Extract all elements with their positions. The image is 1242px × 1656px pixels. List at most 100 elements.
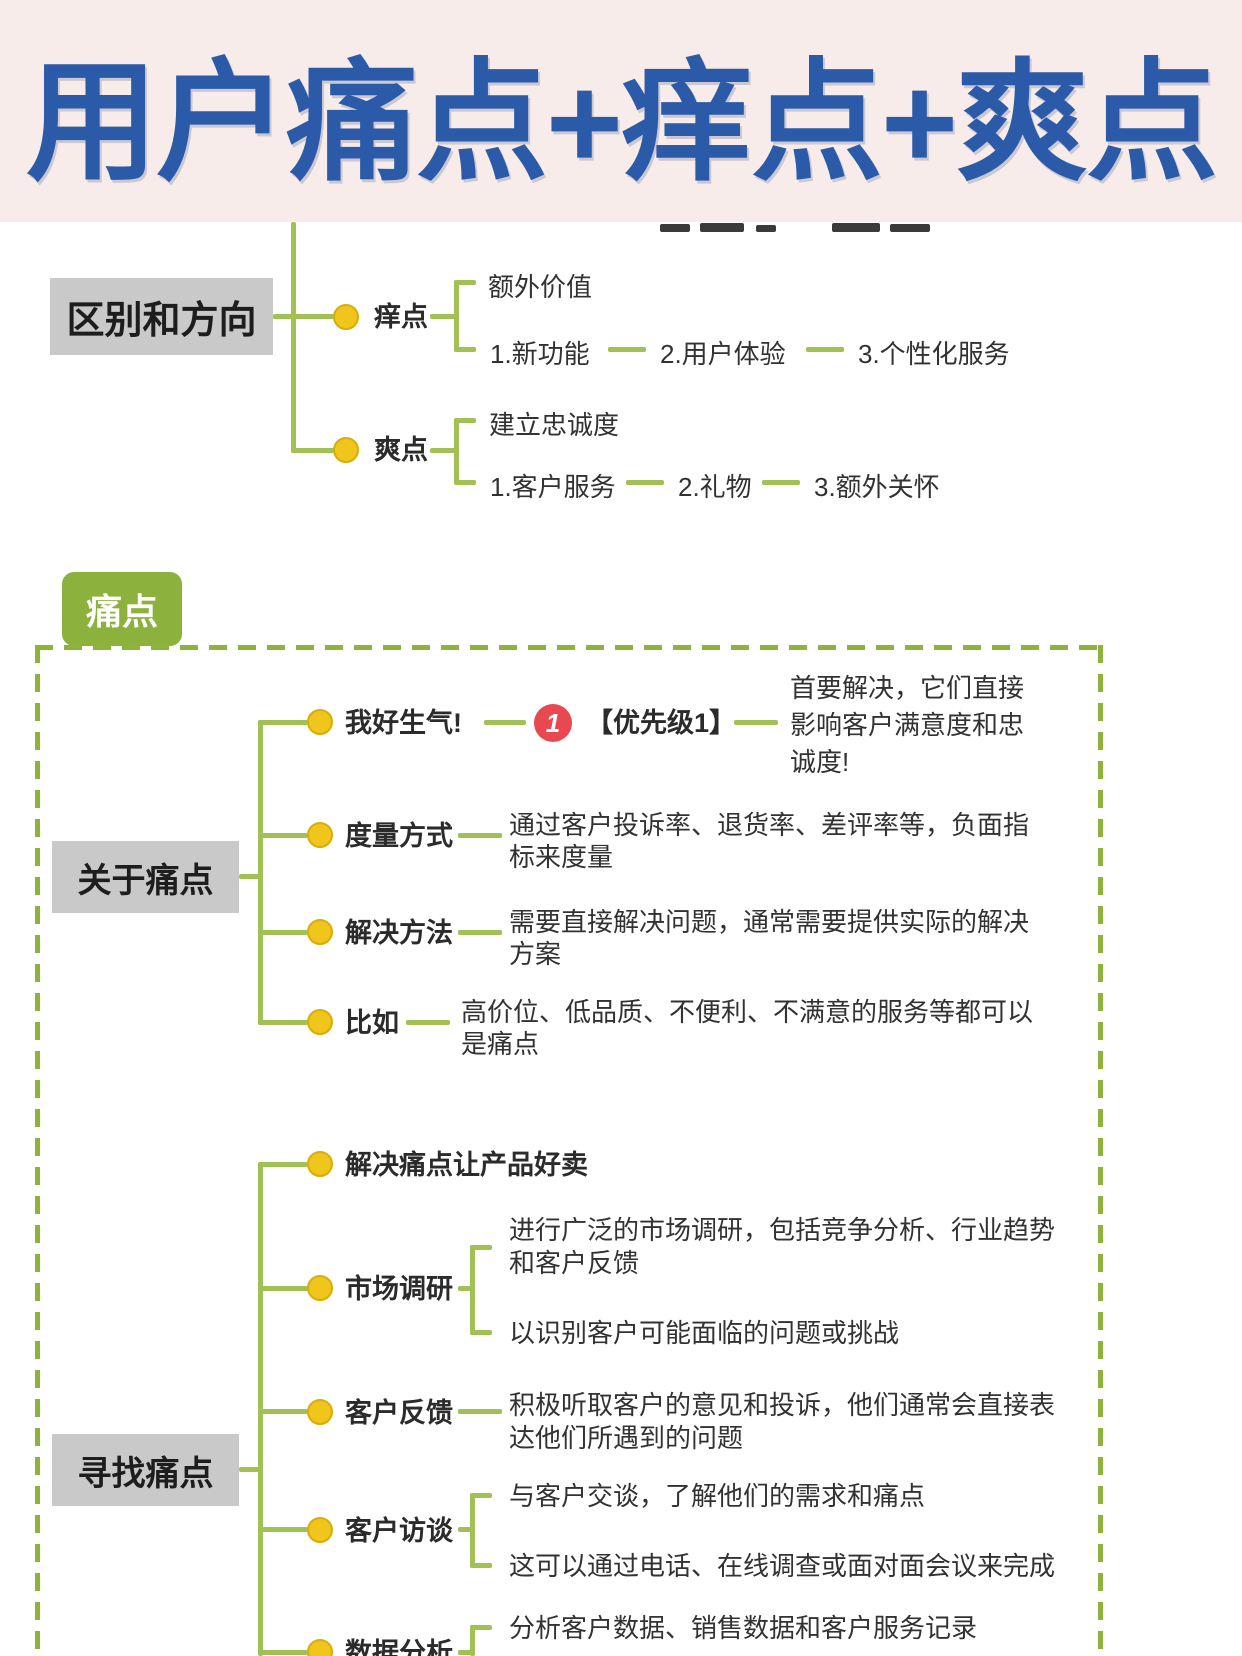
connector-line xyxy=(484,720,526,725)
cropped-text-remnant xyxy=(660,224,690,232)
page-title: 用户痛点+痒点+爽点 xyxy=(25,48,1218,196)
connector-line xyxy=(470,1493,492,1498)
connector-line xyxy=(470,1245,475,1335)
topic-analysis-desc-1[interactable]: 分析客户数据、销售数据和客户服务记录 xyxy=(509,1613,978,1643)
connector-line xyxy=(458,1527,474,1532)
topic-itch-point[interactable]: 痒点 xyxy=(374,302,428,332)
topic-new-feature[interactable]: 1.新功能 xyxy=(490,339,590,369)
cropped-text-remnant xyxy=(700,223,744,232)
connector-line xyxy=(258,833,308,838)
connector-line xyxy=(454,418,476,423)
branch-dot xyxy=(307,919,333,945)
priority-1-badge: 1 xyxy=(534,704,572,742)
topic-user-experience[interactable]: 2.用户体验 xyxy=(660,339,786,369)
connector-line xyxy=(239,1467,263,1472)
connector-line xyxy=(470,1625,492,1630)
connector-line xyxy=(626,480,664,485)
connector-line xyxy=(470,1563,492,1568)
branch-dot xyxy=(307,1151,333,1177)
topic-example[interactable]: 比如 xyxy=(345,1008,399,1038)
topic-customer-feedback[interactable]: 客户反馈 xyxy=(345,1398,453,1428)
topic-solve-desc[interactable]: 需要直接解决问题，通常需要提供实际的解决方案 xyxy=(509,907,1030,969)
topic-solve[interactable]: 解决方法 xyxy=(345,918,453,948)
connector-line xyxy=(734,720,778,725)
topic-root-direction[interactable]: 区别和方向 xyxy=(50,278,273,355)
connector-line xyxy=(258,1650,308,1655)
branch-dot xyxy=(307,709,333,735)
topic-build-loyalty[interactable]: 建立忠诚度 xyxy=(489,410,620,440)
topic-market-research[interactable]: 市场调研 xyxy=(345,1274,453,1304)
branch-dot xyxy=(307,1517,333,1543)
topic-measure-desc[interactable]: 通过客户投诉率、退货率、差评率等，负面指标来度量 xyxy=(509,810,1030,872)
topic-priority-1[interactable]: 【优先级1】 xyxy=(586,708,737,738)
connector-line xyxy=(454,418,459,485)
connector-line xyxy=(454,480,476,485)
topic-gift[interactable]: 2.礼物 xyxy=(678,472,752,502)
cropped-text-remnant xyxy=(832,223,880,232)
topic-extra-care[interactable]: 3.额外关怀 xyxy=(814,472,940,502)
connector-line xyxy=(454,280,476,285)
topic-root-about-pain[interactable]: 关于痛点 xyxy=(52,841,239,913)
connector-line xyxy=(806,347,844,352)
connector-line xyxy=(258,930,308,935)
connector-line xyxy=(406,1020,450,1025)
connector-line xyxy=(273,314,335,319)
topic-extra-value[interactable]: 额外价值 xyxy=(488,272,593,302)
topic-example-desc[interactable]: 高价位、低品质、不便利、不满意的服务等都可以是痛点 xyxy=(461,997,1034,1059)
title-banner: 用户痛点+痒点+爽点 xyxy=(0,0,1242,222)
branch-dot xyxy=(307,1275,333,1301)
connector-line xyxy=(258,1409,308,1414)
branch-dot xyxy=(307,1639,333,1656)
connector-line xyxy=(762,480,800,485)
branch-dot xyxy=(307,822,333,848)
topic-angry-desc[interactable]: 首要解决，它们直接影响客户满意度和忠诚度! xyxy=(790,673,1025,777)
connector-line xyxy=(258,1286,308,1291)
branch-dot xyxy=(333,304,359,330)
connector-line xyxy=(470,1330,492,1335)
connector-line xyxy=(458,930,502,935)
pain-point-tag[interactable]: 痛点 xyxy=(62,572,182,646)
connector-line xyxy=(291,448,335,453)
connector-line xyxy=(608,347,646,352)
topic-research-desc-1[interactable]: 进行广泛的市场调研，包括竞争分析、行业趋势和客户反馈 xyxy=(509,1215,1056,1278)
topic-interview-desc-2[interactable]: 这可以通过电话、在线调查或面对面会议来完成 xyxy=(509,1551,1056,1581)
topic-measure[interactable]: 度量方式 xyxy=(345,821,453,851)
dashed-frame-right xyxy=(1098,645,1103,1656)
dashed-frame-top xyxy=(35,645,1103,650)
branch-dot xyxy=(307,1399,333,1425)
dashed-frame-left xyxy=(35,645,40,1656)
connector-line xyxy=(454,280,459,352)
cropped-text-remnant xyxy=(890,224,930,232)
topic-pleasure-point[interactable]: 爽点 xyxy=(374,435,428,465)
topic-data-analysis[interactable]: 数据分析 xyxy=(345,1638,453,1656)
connector-line xyxy=(291,222,296,453)
connector-line xyxy=(258,1020,308,1025)
topic-personalized-service[interactable]: 3.个性化服务 xyxy=(858,339,1010,369)
connector-line xyxy=(458,833,502,838)
connector-line xyxy=(470,1245,492,1250)
topic-interview-desc-1[interactable]: 与客户交谈，了解他们的需求和痛点 xyxy=(509,1481,926,1511)
topic-customer-service[interactable]: 1.客户服务 xyxy=(490,472,616,502)
topic-sell-better[interactable]: 解决痛点让产品好卖 xyxy=(345,1150,588,1180)
topic-research-desc-2[interactable]: 以识别客户可能面临的问题或挑战 xyxy=(509,1318,900,1348)
branch-dot xyxy=(333,437,359,463)
connector-line xyxy=(458,1286,474,1291)
connector-line xyxy=(470,1493,475,1568)
connector-line xyxy=(258,720,263,1025)
connector-line xyxy=(258,720,308,725)
topic-feedback-desc[interactable]: 积极听取客户的意见和投诉，他们通常会直接表达他们所遇到的问题 xyxy=(509,1390,1056,1453)
connector-line xyxy=(454,347,476,352)
connector-line xyxy=(239,874,263,879)
topic-customer-interview[interactable]: 客户访谈 xyxy=(345,1516,453,1546)
connector-line xyxy=(258,1527,308,1532)
topic-angry[interactable]: 我好生气! xyxy=(345,708,462,738)
connector-line xyxy=(430,448,456,453)
connector-line xyxy=(258,1162,308,1167)
connector-line xyxy=(430,314,456,319)
connector-line xyxy=(458,1650,474,1655)
topic-root-find-pain[interactable]: 寻找痛点 xyxy=(52,1434,239,1506)
branch-dot xyxy=(307,1009,333,1035)
cropped-text-remnant xyxy=(756,225,776,232)
connector-line xyxy=(470,1625,475,1656)
